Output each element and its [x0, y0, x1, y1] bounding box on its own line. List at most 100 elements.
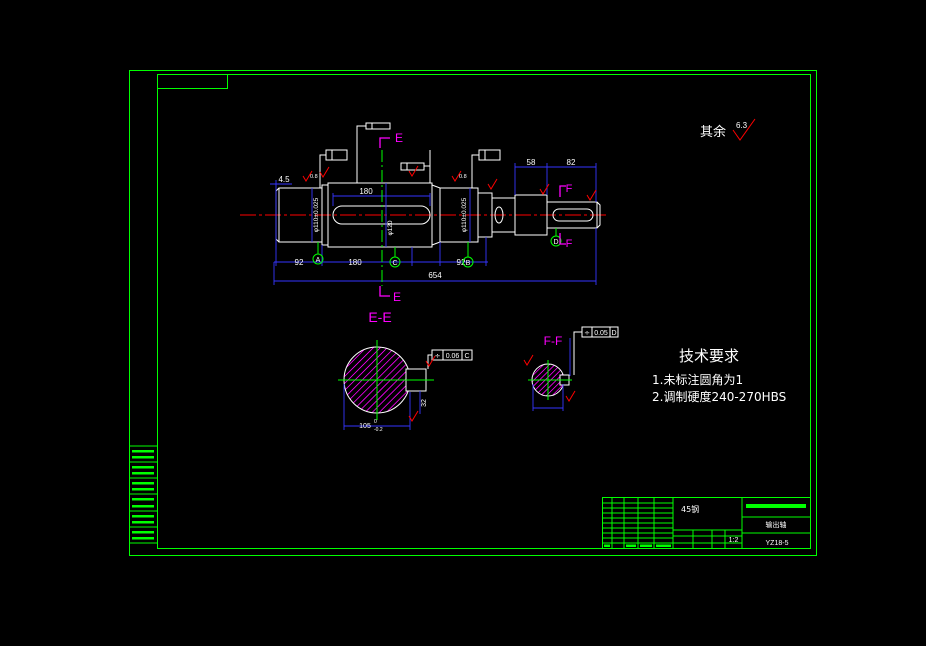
- title-grid-mark: [626, 544, 636, 547]
- hatch-line: [346, 349, 365, 368]
- hatch-line: [378, 381, 411, 414]
- datum-d-label: D: [553, 239, 558, 246]
- datum-b-circle: [462, 256, 474, 268]
- hatch-line: [552, 384, 564, 396]
- cut-mark-top: [559, 185, 566, 197]
- shaft-main-view: [240, 180, 606, 250]
- roughness-symbol: [425, 355, 436, 367]
- general-roughness-note: 其余 6.3: [700, 118, 756, 141]
- sidebar-mark: [132, 482, 154, 485]
- roughness-symbol: [565, 390, 576, 402]
- section-e-key-depth-label: 32: [421, 399, 428, 407]
- tolerance-leader: [424, 150, 431, 183]
- roughness-symbol: [539, 183, 550, 195]
- roughness-symbol: [523, 354, 534, 366]
- roughness-symbol: [319, 166, 330, 178]
- sidebar-mark: [132, 531, 154, 534]
- material-label: 45钢: [681, 504, 699, 514]
- drawing-number-label: YZ18-5: [766, 540, 789, 547]
- step-length-label: 58: [527, 158, 536, 167]
- hatch-line: [356, 359, 404, 407]
- left-journal-length-label: 92: [295, 258, 304, 267]
- part-name-label: 输出轴: [766, 520, 787, 529]
- body-length-label: 180: [348, 258, 362, 267]
- datum-a-label: A: [316, 257, 321, 264]
- cut-label-e-top: E: [395, 131, 403, 145]
- roughness-note-symbol: [732, 118, 756, 141]
- cut-label-e-bottom: E: [393, 290, 401, 304]
- roughness-symbols: 0.8 0.8: [302, 165, 597, 201]
- datum-b-label: B: [466, 260, 471, 267]
- undercut-groove: [494, 206, 504, 224]
- cut-mark-top: [379, 137, 390, 148]
- main-view-dimensions: 4.5 92 180 92 654 58 82 180 φ110±0.025 φ…: [270, 158, 597, 285]
- hatch-line: [371, 374, 410, 413]
- keyway-length-label: 180: [359, 187, 373, 196]
- hatch-line: [361, 364, 407, 410]
- hatch-line: [343, 346, 375, 378]
- roughness-symbol: [302, 170, 313, 182]
- sidebar-mark: [132, 450, 154, 453]
- hatch-line: [366, 369, 409, 412]
- section-f-tolerance-symbol: ÷: [584, 329, 590, 337]
- section-f-tolerance-value: 0.05: [594, 330, 608, 337]
- datum-d-circle: [550, 235, 562, 247]
- section-e-width-lower-tol: -0.2: [374, 427, 383, 433]
- hatch-line: [349, 352, 397, 400]
- section-view-e: E-E ÷ 0.06 C 105 0 -0.2 32: [338, 309, 473, 433]
- body-diameter-label: φ120: [387, 220, 394, 235]
- end-length-label: 82: [567, 158, 576, 167]
- title-grid-mark: [640, 544, 652, 547]
- sidebar-mark: [132, 537, 154, 540]
- title-header-bar: [746, 504, 806, 508]
- roughness-symbol: [487, 178, 498, 190]
- sidebar-mark: [132, 456, 154, 459]
- roughness-note-value: 6.3: [736, 121, 748, 130]
- title-grid-mark: [656, 544, 671, 547]
- sidebar-mark: [132, 515, 154, 518]
- datum-c-circle: [389, 256, 401, 268]
- section-cut-e: E E: [379, 131, 403, 304]
- technical-requirements: 技术要求 1.未标注圆角为1 2.调制硬度240-270HBS: [652, 347, 786, 404]
- cut-mark-bottom: [559, 233, 566, 245]
- cut-mark-bottom: [379, 286, 390, 297]
- hatch-line: [532, 364, 544, 376]
- hatch-line: [343, 346, 382, 385]
- drawing-code-box: [157, 74, 228, 89]
- right-journal-length-label: 92: [457, 258, 466, 267]
- sidebar-mark: [132, 466, 154, 469]
- tolerance-leader: [573, 331, 582, 375]
- datum-c-label: C: [392, 260, 397, 267]
- scale-label: 1:2: [729, 537, 739, 544]
- tech-requirements-title: 技术要求: [679, 347, 739, 365]
- section-f-hatching: [531, 363, 565, 397]
- tolerance-leader: [471, 154, 479, 188]
- hatch-line: [347, 350, 392, 395]
- section-e-tolerance-value: 0.06: [446, 353, 460, 360]
- sidebar-table: [129, 445, 157, 544]
- sidebar-mark: [132, 521, 154, 524]
- datum-a-circle: [312, 253, 324, 265]
- section-f-tolerance-datum: D: [611, 330, 616, 337]
- sidebar-mark: [132, 488, 154, 491]
- total-length-label: 654: [428, 271, 442, 280]
- hatch-line: [531, 363, 551, 383]
- tech-requirement-item: 1.未标注圆角为1: [652, 372, 743, 387]
- section-cut-f: F F: [559, 183, 573, 250]
- tech-requirement-item: 2.调制硬度240-270HBS: [652, 389, 786, 404]
- end-keyway: [552, 208, 594, 222]
- section-e-tolerance-datum: C: [464, 353, 469, 360]
- roughness-symbol: [408, 165, 419, 177]
- left-journal-diameter-label: φ110±0.025: [313, 197, 320, 232]
- title-block: 45钢 1:2 输出轴 YZ18-5: [602, 497, 811, 549]
- hatch-line: [345, 348, 387, 390]
- main-view-tolerance-frames: [319, 122, 501, 188]
- cut-label-f-bottom: F: [566, 238, 573, 250]
- hatch-line: [387, 390, 409, 412]
- cut-label-f-top: F: [566, 183, 573, 195]
- roughness-value: 0.8: [459, 174, 467, 180]
- roughness-value: 0.8: [310, 174, 318, 180]
- section-e-hatching: [343, 346, 411, 414]
